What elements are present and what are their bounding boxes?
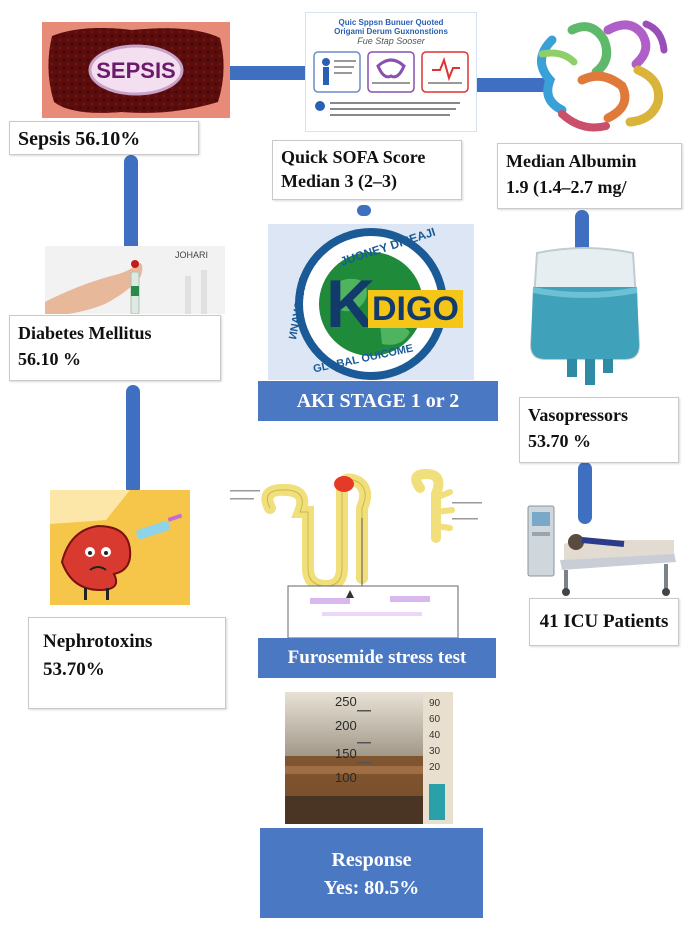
sepsis-label: Sepsis 56.10% bbox=[9, 121, 199, 155]
cylinder-side-tick-40: 40 bbox=[429, 730, 441, 741]
connector-vasopressors-icu bbox=[578, 462, 592, 524]
albumin-protein-image bbox=[512, 10, 682, 140]
diabetes-label: Diabetes Mellitus 56.10 % bbox=[9, 315, 221, 381]
nephrotoxin-kidney-image bbox=[50, 490, 190, 605]
cylinder-tick-200: 200 bbox=[335, 718, 357, 733]
connector-qsofa-albumin bbox=[470, 78, 552, 92]
nephrotoxins-label: Nephrotoxins 53.70% bbox=[28, 617, 226, 709]
measuring-cylinder-photo: 250 200 150 100 90 60 40 30 20 bbox=[285, 692, 453, 824]
diabetes-label-line1: Diabetes Mellitus bbox=[18, 323, 152, 343]
furosemide-stress-test-label: Furosemide stress test bbox=[258, 638, 496, 678]
aki-stage-label: AKI STAGE 1 or 2 bbox=[258, 381, 498, 421]
qsofa-label-line2: Median 3 (2–3) bbox=[281, 171, 397, 191]
diabetes-photo: JOHARI bbox=[45, 246, 225, 314]
cylinder-tick-150: 150 bbox=[335, 746, 357, 761]
albumin-label: Median Albumin 1.9 (1.4–2.7 mg/ bbox=[497, 143, 682, 209]
cylinder-side-tick-30: 30 bbox=[429, 746, 441, 757]
qsofa-label: Quick SOFA Score Median 3 (2–3) bbox=[272, 140, 462, 200]
vasopressors-label-line1: Vasopressors bbox=[528, 405, 629, 425]
cylinder-side-tick-20: 20 bbox=[429, 762, 441, 773]
iv-bag-image bbox=[515, 245, 655, 390]
response-line1: Response bbox=[331, 849, 412, 871]
vasopressors-label-line2: 53.70 % bbox=[528, 431, 591, 451]
nephrotoxins-label-line2: 53.70% bbox=[43, 659, 105, 680]
connector-qsofa-dot bbox=[357, 205, 371, 216]
qsofa-card-title-2: Origami Derum Guxnonstions bbox=[334, 27, 448, 36]
response-line2: Yes: 80.5% bbox=[323, 877, 420, 899]
icu-patients-label: 41 ICU Patients bbox=[529, 598, 679, 646]
connector-diabetes-nephrotoxins bbox=[126, 385, 140, 495]
cylinder-side-tick-90: 90 bbox=[429, 698, 441, 709]
sepsis-badge: SEPSIS bbox=[96, 58, 176, 83]
kdigo-logo: JUONEY DISEAJI ИNAVOYAJI GLOBAL OUICOME … bbox=[268, 224, 474, 380]
nephrotoxins-label-line1: Nephrotoxins bbox=[43, 631, 153, 652]
diabetes-photo-text: JOHARI bbox=[175, 250, 209, 260]
icu-bed-image bbox=[524, 500, 682, 598]
response-box: Response Yes: 80.5% bbox=[260, 828, 483, 918]
vasopressors-label: Vasopressors 53.70 % bbox=[519, 397, 679, 463]
connector-sepsis-qsofa bbox=[218, 66, 318, 80]
kdigo-logo-letters: DIGO bbox=[368, 290, 463, 328]
albumin-label-line1: Median Albumin bbox=[506, 151, 637, 171]
nephron-diagram bbox=[230, 468, 500, 646]
diabetes-label-line2: 56.10 % bbox=[18, 349, 81, 369]
qsofa-card-title-1: Quic Sppsn Bunuer Quoted bbox=[338, 18, 444, 27]
cylinder-tick-100: 100 bbox=[335, 770, 357, 785]
cylinder-side-tick-60: 60 bbox=[429, 714, 441, 725]
kdigo-logo-k: K bbox=[326, 266, 376, 342]
qsofa-card-title-3: Fue Stap Sooser bbox=[357, 36, 425, 46]
connector-sepsis-diabetes bbox=[124, 155, 138, 255]
albumin-label-line2: 1.9 (1.4–2.7 mg/ bbox=[506, 177, 627, 197]
sepsis-image: SEPSIS bbox=[42, 22, 230, 118]
qsofa-label-line1: Quick SOFA Score bbox=[281, 147, 426, 167]
qsofa-card: Quic Sppsn Bunuer Quoted Origami Derum G… bbox=[305, 12, 477, 132]
cylinder-tick-250: 250 bbox=[335, 694, 357, 709]
